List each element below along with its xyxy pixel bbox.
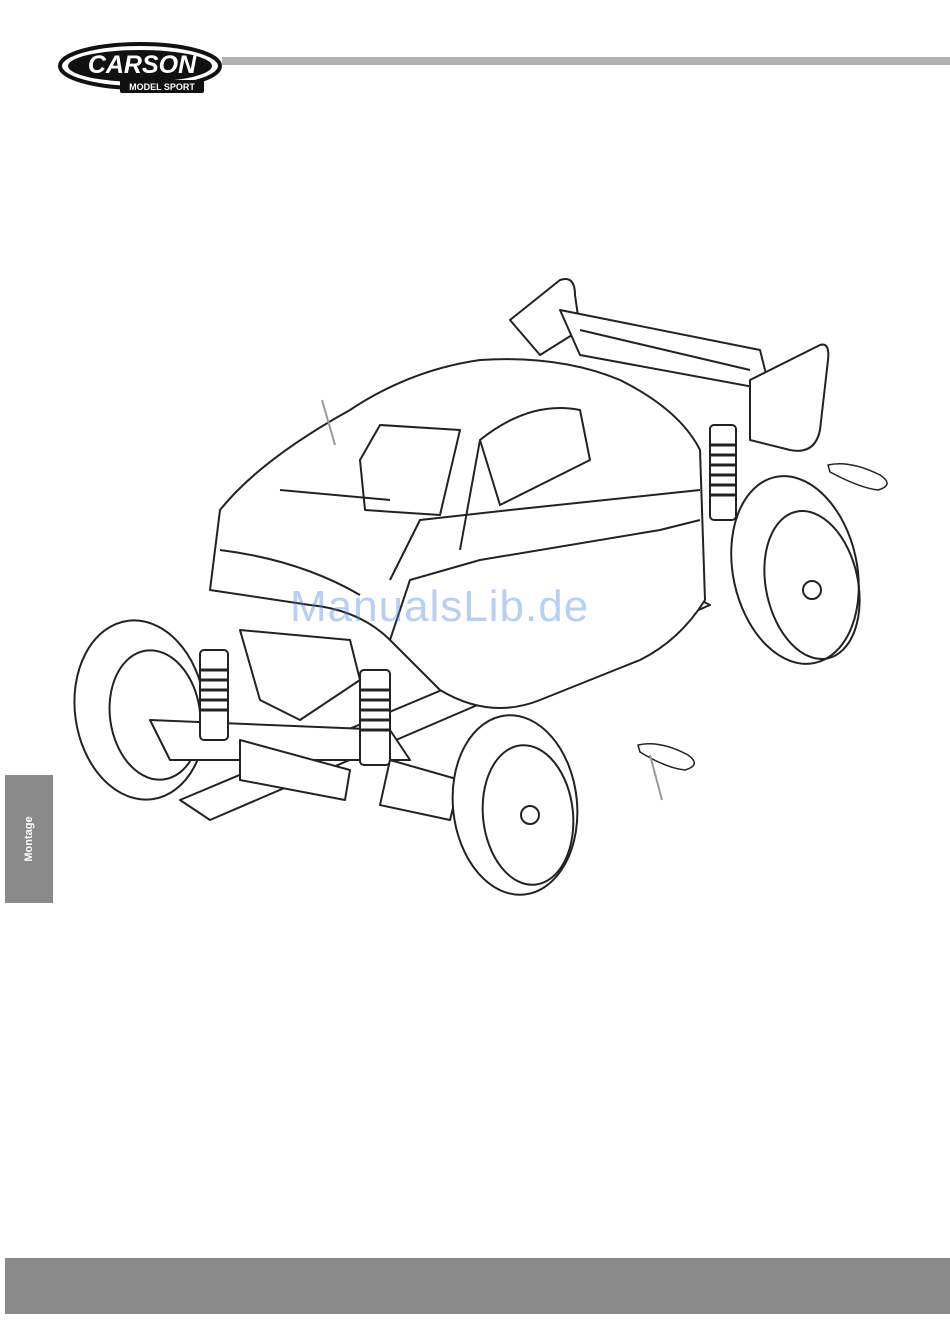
- logo-text: CARSON: [88, 51, 197, 79]
- rear-shock: [710, 425, 736, 520]
- header-rule: [222, 57, 950, 65]
- logo-subtext: MODEL SPORT: [129, 82, 195, 92]
- section-tab: Montage: [5, 775, 53, 903]
- body-clip-front: [638, 744, 694, 770]
- body-clip-rear: [828, 464, 887, 490]
- footer-bar: [5, 1258, 950, 1314]
- rear-right-wheel: [715, 464, 876, 676]
- front-right-wheel: [444, 709, 586, 901]
- front-left-wheel: [63, 612, 217, 808]
- section-tab-label: Montage: [23, 816, 35, 861]
- leader-line-clip: [650, 755, 662, 800]
- watermark: ManualsLib.de: [290, 582, 670, 632]
- carson-logo: CARSON MODEL SPORT: [58, 40, 228, 100]
